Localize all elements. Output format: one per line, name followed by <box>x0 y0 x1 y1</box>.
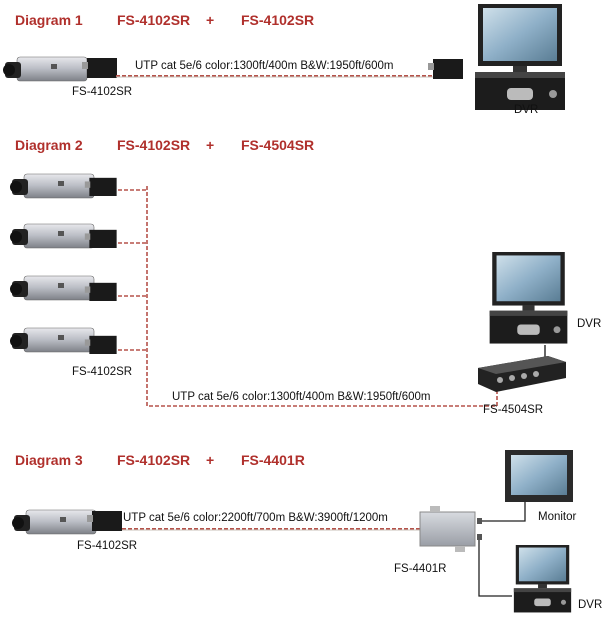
right-model: FS-4401R <box>241 452 305 468</box>
transmitter-label: FS-4102SR <box>77 540 138 552</box>
fs-4401r-receiver <box>419 506 482 552</box>
transmitter-balun <box>82 58 117 78</box>
transmitter-balun <box>84 335 117 354</box>
transmitter-balun <box>84 177 117 196</box>
camera <box>11 509 97 535</box>
monitor-label: Monitor <box>538 511 577 523</box>
diagram-title: Diagram 3 <box>15 452 83 468</box>
left-model: FS-4102SR <box>117 137 191 153</box>
right-model: FS-4504SR <box>241 137 315 153</box>
dvr-monitor <box>513 545 572 613</box>
transmitter-balun <box>87 511 122 531</box>
camera <box>9 275 95 301</box>
monitor <box>505 450 573 502</box>
transmitter-label: FS-4102SR <box>72 366 133 378</box>
cable-spec: UTP cat 5e/6 color:2200ft/700m B&W:3900f… <box>123 512 388 524</box>
transmitter-balun <box>84 229 117 248</box>
dvr-label: DVR <box>578 599 603 611</box>
camera <box>9 223 95 249</box>
receiver-label: FS-4401R <box>394 563 447 575</box>
plus-sign: + <box>206 137 215 153</box>
plus-sign: + <box>206 452 215 468</box>
receiver-label: FS-4504SR <box>483 404 544 416</box>
right-model: FS-4102SR <box>241 12 315 28</box>
cable-spec: UTP cat 5e/6 color:1300ft/400m B&W:1950f… <box>172 391 431 403</box>
transmitter-balun <box>84 282 117 301</box>
dvr-monitor <box>475 4 565 110</box>
utp-cable <box>118 186 498 407</box>
camera <box>9 327 95 353</box>
camera <box>9 173 95 199</box>
receiver-balun <box>428 59 463 79</box>
dvr-label: DVR <box>514 104 539 116</box>
dvr-label: DVR <box>577 318 602 330</box>
transmitter-label: FS-4102SR <box>72 86 133 98</box>
cable-spec: UTP cat 5e/6 color:1300ft/400m B&W:1950f… <box>135 60 394 72</box>
dvr-cable <box>478 540 512 597</box>
left-model: FS-4102SR <box>117 452 191 468</box>
diagram-title: Diagram 1 <box>15 12 83 28</box>
monitor-cable <box>482 500 526 522</box>
camera-group <box>9 173 117 354</box>
fs-4504sr-receiver <box>478 356 566 392</box>
left-model: FS-4102SR <box>117 12 191 28</box>
plus-sign: + <box>206 12 215 28</box>
camera <box>2 56 88 82</box>
dvr-monitor <box>489 252 568 344</box>
diagram-title: Diagram 2 <box>15 137 83 153</box>
